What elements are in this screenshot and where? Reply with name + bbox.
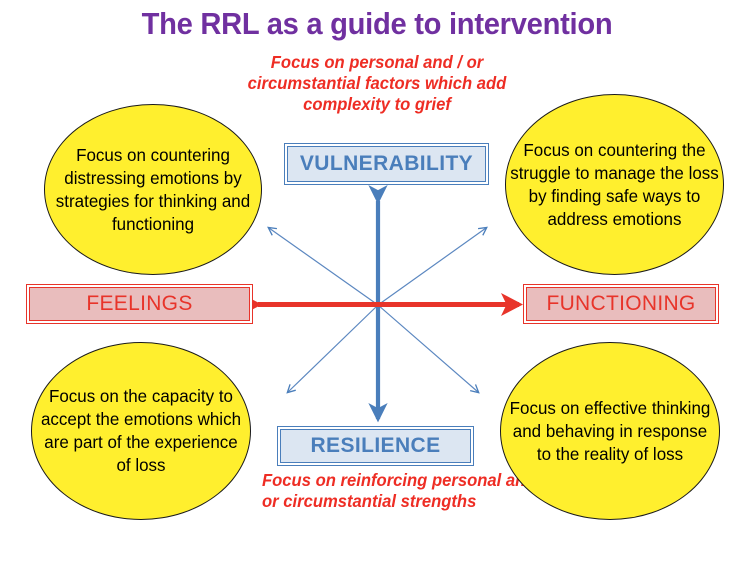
quadrant-text-bottom-left: Focus on the capacity to accept the emot… <box>40 386 242 475</box>
axis-label-vulnerability[interactable]: VULNERABILITY <box>284 143 489 185</box>
quadrant-ellipse-top-left[interactable]: Focus on countering distressing emotions… <box>44 104 262 275</box>
quadrant-ellipse-bottom-left[interactable]: Focus on the capacity to accept the emot… <box>31 342 251 520</box>
quadrant-text-top-right: Focus on countering the struggle to mana… <box>510 139 719 229</box>
axis-label-resilience[interactable]: RESILIENCE <box>277 426 474 466</box>
diagonal-arrow-bottom-right <box>377 304 478 392</box>
axis-label-feelings-text: FEELINGS <box>29 287 250 321</box>
axis-label-functioning-text: FUNCTIONING <box>526 287 716 321</box>
diagonal-arrows <box>269 228 486 392</box>
diagonal-arrow-top-right <box>377 228 486 306</box>
caption-vulnerability: Focus on personal and / or circumstantia… <box>247 52 507 114</box>
axis-label-feelings[interactable]: FEELINGS <box>26 284 253 324</box>
caption-resilience: Focus on reinforcing personal and / or c… <box>262 470 545 511</box>
quadrant-ellipse-top-right[interactable]: Focus on countering the struggle to mana… <box>505 94 724 275</box>
quadrant-text-top-left: Focus on countering distressing emotions… <box>55 144 251 234</box>
axis-label-functioning[interactable]: FUNCTIONING <box>523 284 719 324</box>
quadrant-ellipse-bottom-right[interactable]: Focus on effective thinking and behaving… <box>500 342 720 520</box>
diagonal-arrow-top-left <box>269 228 379 306</box>
axis-label-vulnerability-text: VULNERABILITY <box>287 146 486 182</box>
page-title: The RRL as a guide to intervention <box>141 6 613 41</box>
quadrant-text-bottom-right: Focus on effective thinking and behaving… <box>509 397 711 464</box>
diagonal-arrow-bottom-left <box>288 304 379 392</box>
axis-label-resilience-text: RESILIENCE <box>280 429 471 463</box>
